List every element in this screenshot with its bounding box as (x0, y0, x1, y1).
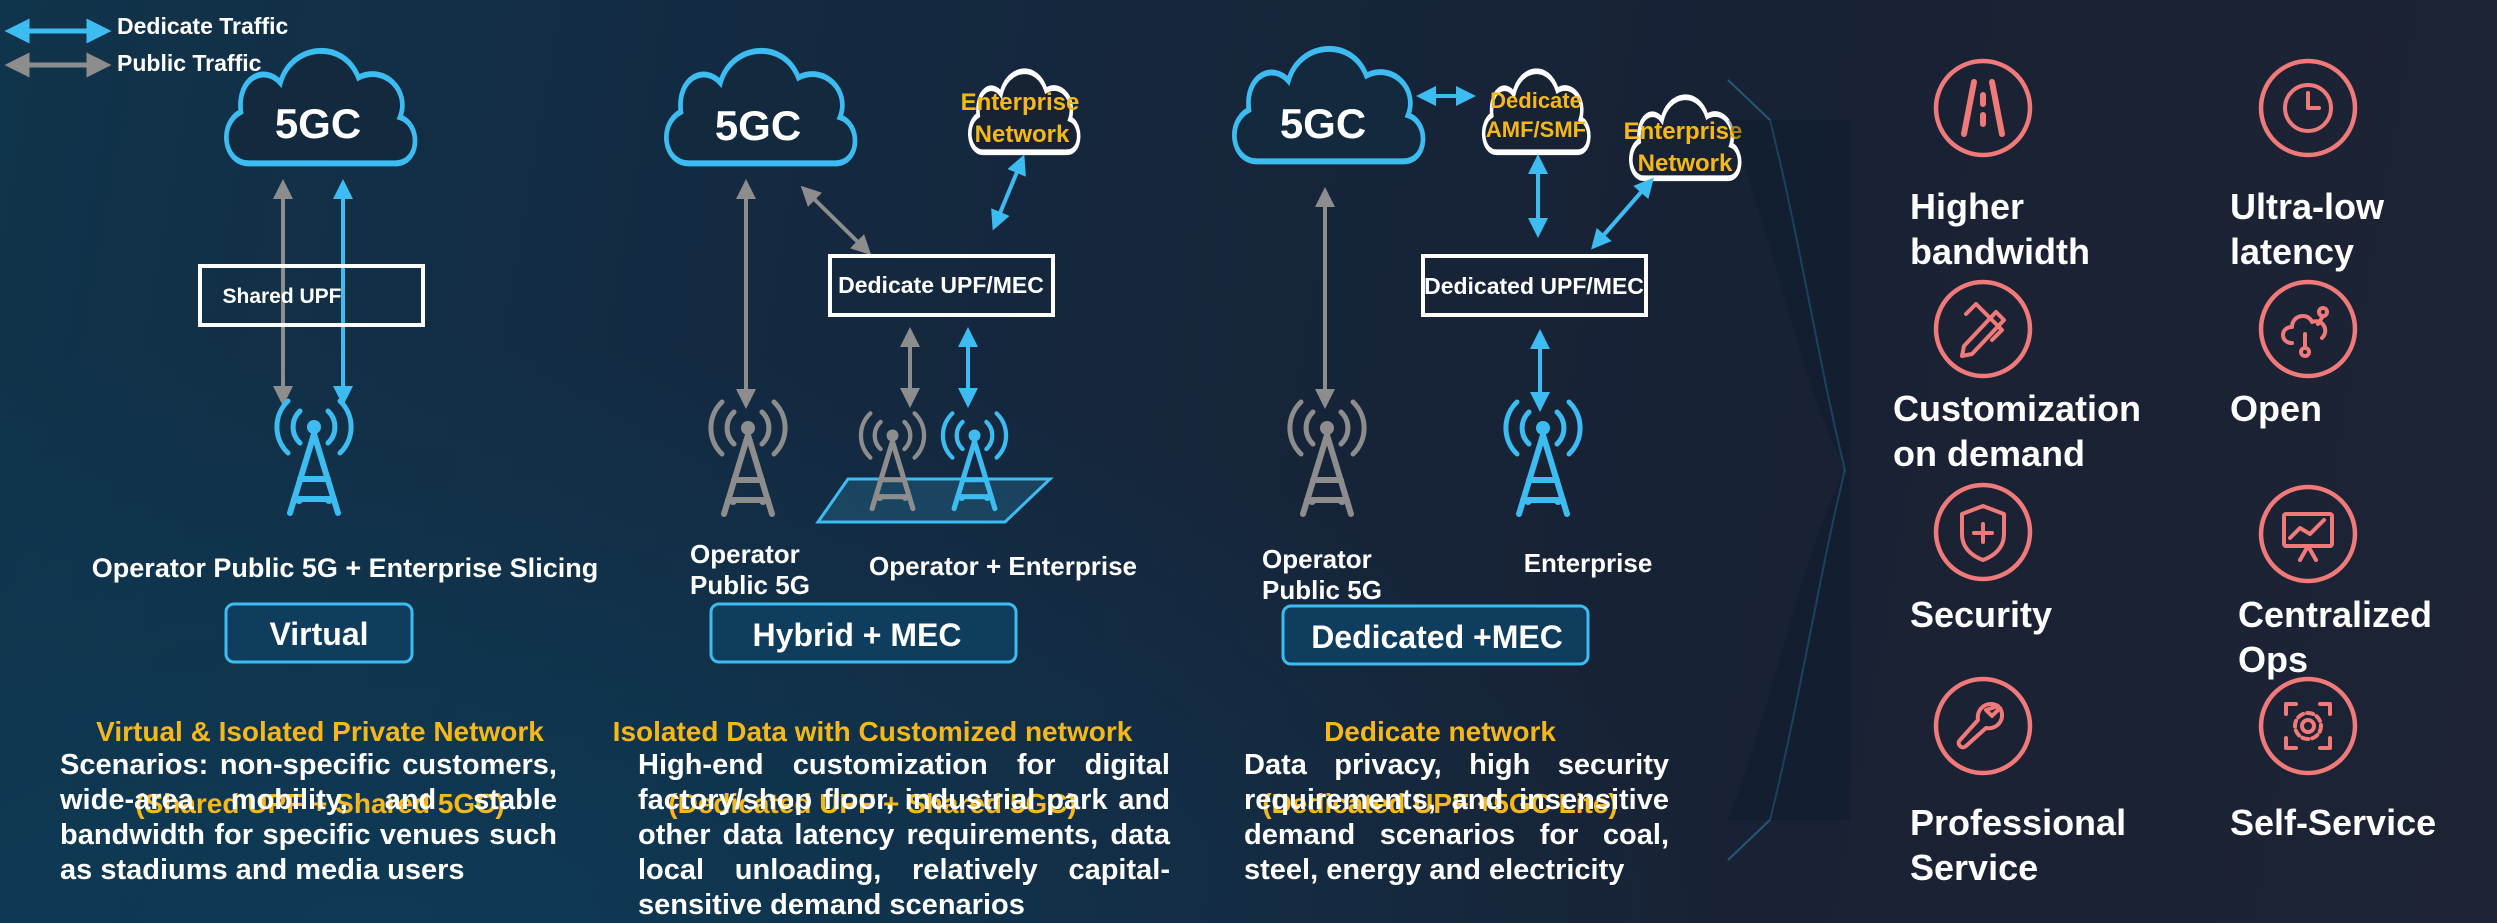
legend-public-label: Public Traffic (117, 50, 262, 76)
mode-badge (224, 602, 414, 664)
scenario-description: High-end customization for digital facto… (638, 749, 1170, 921)
site-label: Operator Public 5G + Enterprise Slicing (92, 553, 598, 583)
feature-label-security: Security (1910, 594, 2053, 635)
chevron-divider (1727, 79, 1847, 861)
pencil-ruler-icon (1933, 279, 2033, 379)
road-icon (1933, 58, 2033, 158)
antenna-tower-icon (1290, 402, 1364, 514)
upf-label: Dedicated UPF/MEC (1424, 273, 1644, 299)
site-label-right: Enterprise (1524, 548, 1653, 578)
scenario-subtitle: Isolated Data with Customized network (D… (600, 678, 1145, 822)
feature-label-professional: Professional Service (1910, 802, 2127, 888)
feature-label-open: Open (2230, 388, 2323, 429)
mode-label: Hybrid + MEC (753, 617, 962, 653)
cloud-share-icon (2258, 279, 2358, 379)
scenario-virtual: 5GC Shared UPF Operator Public 5G + Ente… (92, 51, 598, 664)
monitor-chart-icon (2258, 484, 2358, 584)
subtitle-line2: (Dedicated UPF +5GC Lite) (1262, 788, 1618, 819)
feature-label-bandwidth: Higher bandwidth (1910, 186, 2090, 272)
enterprise-upf-arrow (1591, 177, 1654, 250)
upf-label: Shared UPF (222, 285, 341, 308)
scenario-subtitle: Dedicate network (Dedicated UPF +5GC Lit… (1240, 678, 1640, 822)
shield-plus-icon (1933, 482, 2033, 582)
enterprise-area-icon (815, 477, 1054, 524)
core-label: 5GC (1280, 100, 1366, 147)
mode-label: Dedicated +MEC (1311, 619, 1563, 655)
core-upf-arrow (800, 185, 872, 256)
scenario-description: Data privacy, high security requirements… (1244, 749, 1669, 886)
core-label: 5GC (275, 100, 361, 147)
features-panel (1933, 58, 2358, 776)
feature-label-customization: Customization on demand (1893, 388, 2141, 474)
scenario-description: Scenarios: non-specific customers, wide-… (60, 749, 557, 886)
clock-icon (2258, 58, 2358, 158)
legend-dedicate-label: Dedicate Traffic (117, 13, 288, 39)
antenna-tower-icon (1506, 402, 1580, 514)
scenario-subtitle: Virtual & Isolated Private Network (Shar… (40, 678, 600, 822)
core-label: 5GC (715, 102, 801, 149)
mode-badge (1281, 604, 1590, 666)
subtitle-line2: (Shared UPF + Shared 5GC) (135, 788, 505, 819)
subtitle-line1: Virtual & Isolated Private Network (96, 716, 544, 747)
antenna-tower-icon (711, 402, 785, 514)
upf-box (198, 264, 425, 327)
enterprise-upf-arrow (991, 154, 1026, 231)
mode-badge (709, 602, 1018, 664)
feature-label-self-service: Self-Service (2230, 802, 2437, 843)
upf-box (1421, 254, 1648, 317)
site-label-right: Operator + Enterprise (869, 551, 1137, 581)
gear-scan-icon (2258, 676, 2358, 776)
mode-label: Virtual (270, 616, 369, 652)
subtitle-line2: (Dedicated UPF + Shared 5GC) (668, 788, 1077, 819)
legend: Dedicate Traffic Public Traffic (4, 13, 288, 78)
wrench-icon (1933, 676, 2033, 776)
feature-label-ops: Centralized Ops (2238, 594, 2433, 680)
chevron-shade (1728, 120, 1850, 820)
upf-box (828, 254, 1055, 317)
upf-label: Dedicate UPF/MEC (838, 272, 1044, 298)
subtitle-line1: Dedicate network (1324, 716, 1556, 747)
antenna-tower-icon (277, 401, 351, 513)
feature-label-latency: Ultra-low latency (2230, 186, 2385, 272)
subtitle-line1: Isolated Data with Customized network (612, 716, 1133, 747)
